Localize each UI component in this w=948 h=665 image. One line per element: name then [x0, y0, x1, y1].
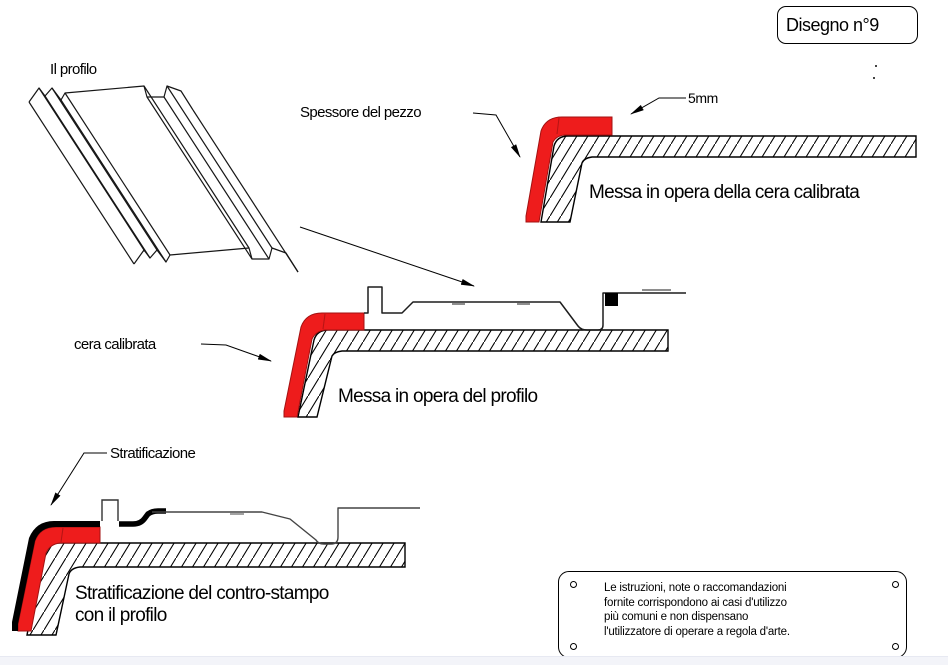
screw-hole-icon [570, 581, 577, 588]
label-piece-thickness: Spessore del pezzo [300, 104, 422, 121]
instructions-text: Le istruzioni, note o raccomandazioni fo… [604, 581, 790, 639]
screw-hole-icon [570, 643, 577, 650]
label-stratification: Stratificazione [110, 445, 196, 462]
wax-seam-1 [556, 117, 560, 135]
instructions-line: più comuni e non dispensano [604, 611, 749, 624]
page-footer-strip [0, 656, 948, 665]
wax-layer-1 [525, 116, 613, 223]
profile-3d-drawing [28, 85, 299, 273]
section-wax-application [472, 97, 917, 223]
profile-end-marker [605, 293, 618, 306]
label-calibrated-wax: cera calibrata [74, 336, 156, 353]
caption-step-stratification-line2: con il profilo [75, 605, 167, 626]
wax-layer-3 [17, 526, 101, 632]
screw-hole-icon [892, 643, 899, 650]
section-profile-placement [200, 226, 686, 418]
instructions-line: Le istruzioni, note o raccomandazioni [604, 582, 787, 594]
leader-piece-thickness [472, 112, 521, 158]
instructions-line: l'utilizzatore di operare a regola d'art… [604, 625, 790, 638]
profile-cross-section-3 [152, 507, 420, 545]
screw-hole-icon [892, 581, 899, 588]
drawing-number-box: Disegno n°9 [777, 6, 918, 44]
profile-3d-extrusion-lines [28, 85, 299, 273]
stratification-over-profile [119, 508, 166, 527]
mold-cross-section-1 [540, 135, 917, 223]
instructions-plate: Le istruzioni, note o raccomandazioni fo… [558, 571, 907, 658]
profile-tab-3 [101, 499, 119, 521]
instructions-line: fornite corrispondono ai casi d'utilizzo [604, 596, 787, 609]
leader-calibrated-wax [200, 343, 272, 362]
drawing-number-label: Disegno n°9 [786, 14, 879, 35]
profile-cross-section-2 [364, 286, 686, 331]
wax-seam-2 [322, 313, 326, 330]
caption-step-stratification-line1: Stratificazione del contro-stampo [75, 583, 329, 604]
wax-layer-2 [283, 312, 365, 418]
caption-step-profile: Messa in opera del profilo [338, 386, 538, 407]
caption-step-wax: Messa in opera della cera calibrata [589, 182, 860, 203]
wax-seam-3 [60, 527, 64, 543]
reference-dots [873, 65, 877, 79]
label-wax-thickness: 5mm [688, 90, 718, 106]
label-profile-3d: Il profilo [50, 61, 97, 78]
leader-profile-to-section [299, 226, 475, 287]
section-stratification [12, 452, 420, 636]
leader-5mm [630, 97, 686, 115]
leader-stratification [50, 452, 107, 506]
